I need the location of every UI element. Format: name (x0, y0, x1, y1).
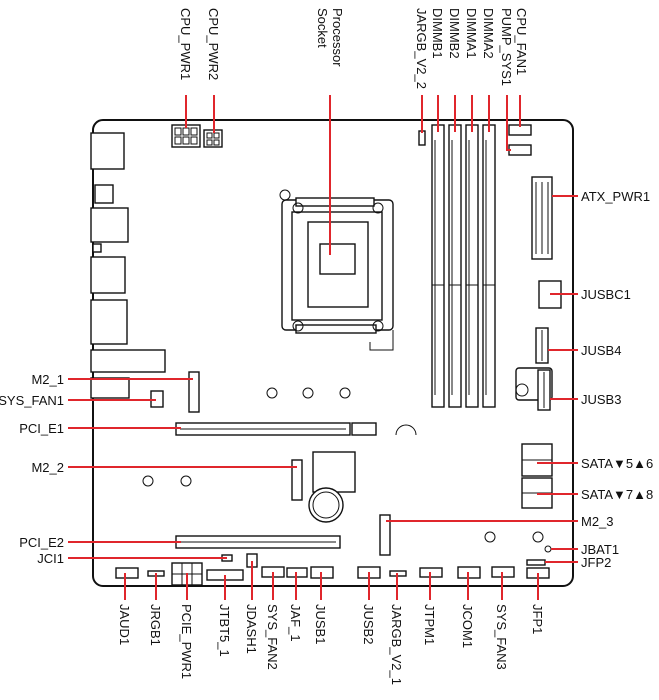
label-jci1: JCI1 (37, 551, 64, 566)
label-m2-1: M2_1 (31, 372, 64, 387)
cpu-pwr1-connector (171, 124, 201, 148)
mounting-holes (142, 387, 544, 543)
jfp2-header (526, 559, 546, 566)
label-jrgb1: JRGB1 (148, 604, 163, 646)
label-jaf-1: JAF_1 (288, 604, 303, 642)
label-sata78: SATA▼7▲8 (581, 487, 653, 502)
label-dimmb1: DIMMB1 (430, 8, 445, 59)
label-m2-3: M2_3 (581, 514, 614, 529)
label-cpu-pwr2: CPU_PWR2 (206, 8, 221, 80)
label-dimmb2: DIMMB2 (447, 8, 462, 59)
rear-io-panel (90, 132, 166, 399)
label-m2-2: M2_2 (31, 460, 64, 475)
label-pcie-pwr1: PCIE_PWR1 (179, 604, 194, 679)
label-jusb3: JUSB3 (581, 392, 621, 407)
label-processor-socket-line2: Socket (315, 8, 330, 48)
label-pump-sys1: PUMP_SYS1 (499, 8, 514, 86)
label-jdash1: JDASH1 (244, 604, 259, 654)
right-labels: ATX_PWR1 JUSBC1 JUSB4 JUSB3 SATA▼5▲6 SAT… (581, 189, 653, 570)
label-jfp2: JFP2 (581, 555, 611, 570)
m2-1-slot (188, 371, 200, 413)
dimm-slots (431, 124, 496, 408)
pci-e2-slot (175, 535, 341, 549)
label-jusbc1: JUSBC1 (581, 287, 631, 302)
label-jusb1: JUSB1 (313, 604, 328, 644)
label-cpu-fan1: CPU_FAN1 (514, 8, 529, 75)
label-sys-fan2: SYS_FAN2 (265, 604, 280, 670)
label-dimma2: DIMMA2 (481, 8, 496, 59)
m2-3-slot (379, 514, 391, 556)
m2-2-slot (291, 459, 303, 501)
label-jargb-v2-2: JARGB_V2_2 (414, 8, 429, 89)
leader-lines (68, 95, 578, 600)
processor-socket (279, 189, 394, 351)
label-jbat1: JBAT1 (581, 542, 619, 557)
label-processor-socket-line1: Processor (330, 8, 345, 67)
chipset (312, 451, 356, 493)
cmos-battery (308, 487, 344, 523)
pump-sys1-header (508, 144, 532, 156)
label-atx-pwr1: ATX_PWR1 (581, 189, 650, 204)
label-dimma1: DIMMA1 (464, 8, 479, 59)
label-jusb2: JUSB2 (361, 604, 376, 644)
bottom-labels: JAUD1 JRGB1 PCIE_PWR1 JTBT5_1 JDASH1 SYS… (117, 604, 545, 685)
label-jcom1: JCOM1 (460, 604, 475, 648)
jaud1-header (115, 567, 139, 579)
label-jtbt5-1: JTBT5_1 (217, 604, 232, 657)
jargb-v2-2-header (418, 130, 426, 146)
label-pci-e1: PCI_E1 (19, 421, 64, 436)
label-pci-e2: PCI_E2 (19, 535, 64, 550)
left-labels: M2_1 SYS_FAN1 PCI_E1 M2_2 PCI_E2 JCI1 (0, 372, 64, 566)
label-sys-fan3: SYS_FAN3 (494, 604, 509, 670)
label-cpu-pwr1: CPU_PWR1 (178, 8, 193, 80)
label-jaud1: JAUD1 (117, 604, 132, 645)
top-labels: CPU_PWR1 CPU_PWR2 Processor Socket JARGB… (178, 8, 529, 89)
pci-e1-slot (175, 422, 417, 436)
label-sata56: SATA▼5▲6 (581, 456, 653, 471)
label-jtpm1: JTPM1 (422, 604, 437, 645)
label-jfp1: JFP1 (530, 604, 545, 634)
label-jargb-v2-1: JARGB_V2_1 (389, 604, 404, 685)
label-jusb4: JUSB4 (581, 343, 621, 358)
label-sys-fan1: SYS_FAN1 (0, 393, 64, 408)
